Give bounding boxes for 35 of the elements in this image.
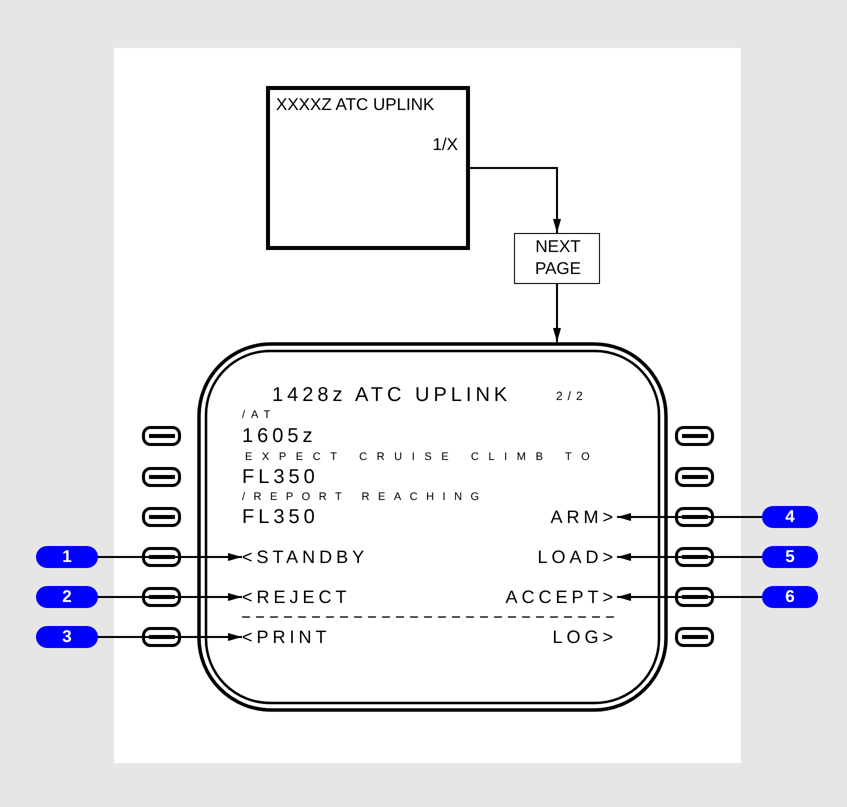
screen-title: XXXXZ ATC UPLINK	[276, 96, 434, 115]
prompt-text: LOAD>	[537, 546, 617, 568]
prompt-text: <STANDBY	[242, 546, 368, 568]
callout-number: 5	[762, 546, 818, 568]
field-label: EXPECT CRUISE CLIMB TO	[245, 451, 600, 464]
key-label: NEXT PAGE	[534, 236, 582, 280]
callout-number: 1	[36, 546, 98, 568]
prompt-text: LOG>	[552, 626, 617, 648]
display-bezel	[197, 342, 668, 712]
arrow	[98, 593, 242, 601]
arrow	[617, 593, 762, 601]
arrow	[470, 167, 561, 233]
arrow	[98, 633, 242, 641]
key-box	[514, 233, 600, 284]
page-number: 2/2	[556, 390, 588, 404]
page-number: 1/X	[432, 136, 458, 155]
prompt-text: ACCEPT>	[505, 586, 617, 608]
arrow	[98, 553, 242, 561]
screen-title: 1428z ATC UPLINK	[272, 384, 512, 406]
field-value: 1605z	[242, 425, 316, 447]
field-label: /REPORT REACHING	[242, 491, 488, 504]
prompt-text: <PRINT	[242, 626, 331, 648]
arrow	[553, 284, 561, 342]
display-screen	[266, 86, 470, 250]
field-value: FL350	[242, 466, 319, 488]
arrow	[617, 513, 762, 521]
callout-number: 2	[36, 586, 98, 608]
field-label: /AT	[242, 409, 276, 422]
arrow	[617, 553, 762, 561]
prompt-text: <REJECT	[242, 586, 351, 608]
callout-number: 4	[762, 506, 818, 528]
callout-number: 6	[762, 586, 818, 608]
callout-number: 3	[36, 626, 98, 648]
prompt-text: ARM>	[550, 506, 617, 528]
field-value: FL350	[242, 506, 319, 528]
